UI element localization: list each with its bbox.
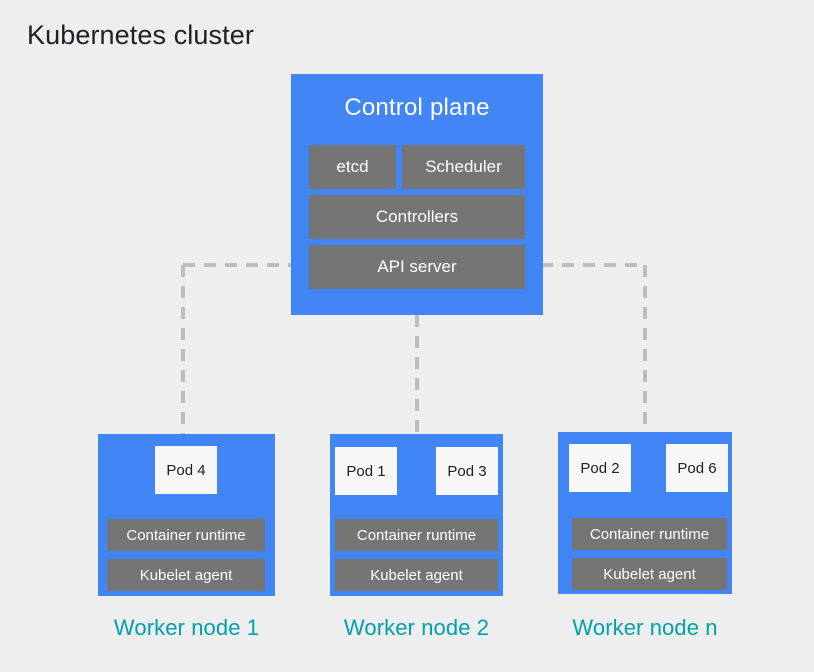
container-runtime-box[interactable]: Container runtime	[107, 519, 265, 551]
worker-node-1[interactable]: Pod 4 Container runtime Kubelet agent	[98, 434, 275, 596]
control-plane-component-controllers[interactable]: Controllers	[309, 195, 525, 239]
control-plane-node[interactable]: Control plane etcd Scheduler Controllers…	[291, 74, 543, 315]
pod-box[interactable]: Pod 3	[436, 447, 498, 495]
kubelet-agent-box[interactable]: Kubelet agent	[107, 559, 265, 591]
pod-box[interactable]: Pod 6	[666, 444, 728, 492]
container-runtime-box[interactable]: Container runtime	[572, 518, 727, 550]
control-plane-component-api-server[interactable]: API server	[309, 245, 525, 289]
worker-node-n[interactable]: Pod 2 Pod 6 Container runtime Kubelet ag…	[558, 432, 732, 594]
worker-node-2-caption: Worker node 2	[343, 615, 490, 640]
kubelet-agent-box[interactable]: Kubelet agent	[335, 559, 498, 591]
control-plane-title: Control plane	[344, 94, 490, 121]
worker-node-2[interactable]: Pod 1 Pod 3 Container runtime Kubelet ag…	[330, 434, 503, 596]
pod-box[interactable]: Pod 1	[335, 447, 397, 495]
container-runtime-box[interactable]: Container runtime	[335, 519, 498, 551]
page-title: Kubernetes cluster	[27, 20, 254, 50]
control-plane-component-scheduler[interactable]: Scheduler	[402, 145, 525, 189]
worker-node-n-caption: Worker node n	[572, 615, 718, 640]
control-plane-component-etcd[interactable]: etcd	[309, 145, 396, 189]
pod-box[interactable]: Pod 4	[155, 446, 217, 494]
pod-box[interactable]: Pod 2	[569, 444, 631, 492]
worker-node-1-caption: Worker node 1	[113, 615, 260, 640]
kubelet-agent-box[interactable]: Kubelet agent	[572, 558, 727, 590]
